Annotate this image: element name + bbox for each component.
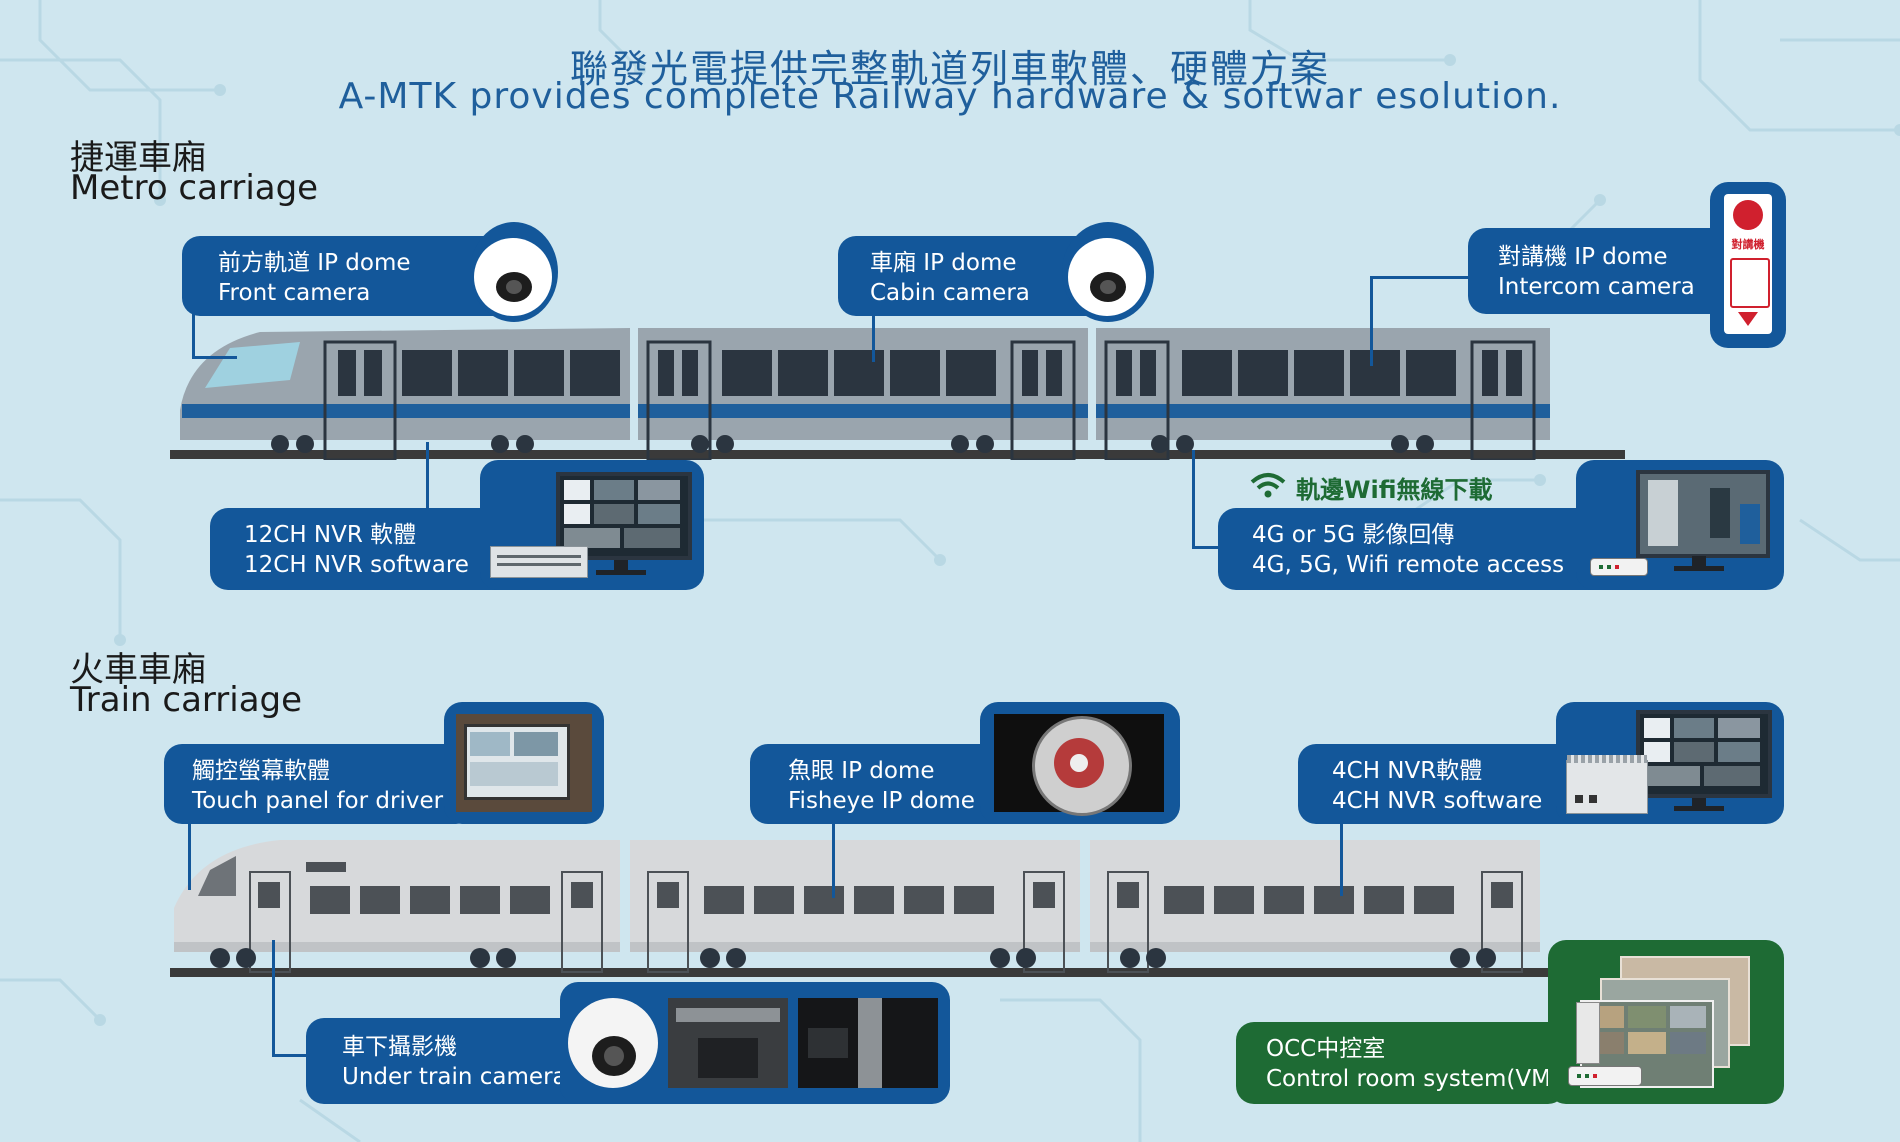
fisheye-label-zh: 魚眼 IP dome — [788, 758, 935, 784]
monitor-base — [1674, 566, 1724, 571]
monitor-base — [596, 570, 646, 575]
train-section-label-en: Train carriage — [70, 680, 303, 720]
ip-dome-camera-icon — [474, 238, 552, 316]
intercom-camera-card: 對講機 IP dome Intercom camera — [1468, 228, 1748, 314]
camera-list-panel — [1576, 1002, 1600, 1064]
monitor-icon — [556, 472, 692, 560]
remote-access-label-zh: 4G or 5G 影像回傳 — [1252, 522, 1455, 548]
fisheye-label-en: Fisheye IP dome — [788, 788, 975, 814]
nvr-12ch-label-zh: 12CH NVR 軟體 — [244, 522, 417, 548]
monitor-stand — [614, 560, 628, 572]
nvr-4ch-label-en: 4CH NVR software — [1332, 788, 1543, 814]
intercom-camera-label-en: Intercom camera — [1498, 274, 1695, 300]
remote-access-label-en: 4G, 5G, Wifi remote access — [1252, 552, 1565, 578]
wifi-download-label: 軌邊Wifi無線下載 — [1296, 476, 1493, 504]
fisheye-photo — [994, 714, 1164, 816]
connector-line — [872, 312, 875, 362]
router-icon — [1590, 558, 1648, 576]
intercom-sign-icon: 對講機 — [1724, 194, 1772, 334]
page-title-zh: 聯發光電提供完整軌道列車軟體、硬體方案 — [569, 47, 1330, 91]
ip-dome-camera-icon — [1068, 238, 1146, 316]
intercom-camera-label-zh: 對講機 IP dome — [1498, 244, 1668, 270]
touch-panel-label-zh: 觸控螢幕軟體 — [192, 758, 330, 784]
connector-line — [272, 1054, 308, 1057]
metro-section-label-en: Metro carriage — [70, 168, 319, 208]
touch-panel-card: 觸控螢幕軟體 Touch panel for driver — [164, 744, 474, 824]
front-camera-label-zh: 前方軌道 IP dome — [218, 250, 411, 276]
connector-line — [192, 356, 237, 359]
cabin-camera-label-zh: 車廂 IP dome — [870, 250, 1017, 276]
occ-card: OCC中控室 Control room system(VMS) — [1236, 1022, 1575, 1104]
connector-line — [188, 820, 191, 890]
connector-line — [1370, 276, 1470, 279]
connector-line — [1340, 820, 1343, 896]
router-icon — [1568, 1066, 1642, 1086]
nvr-box-icon — [490, 546, 588, 578]
nvr-4ch-card: 4CH NVR軟體 4CH NVR software — [1298, 744, 1598, 824]
occ-label-en: Control room system(VMS) — [1266, 1066, 1575, 1092]
touch-panel-photo — [456, 714, 592, 812]
connector-line — [272, 940, 275, 1056]
connector-line — [1370, 276, 1373, 366]
metro-train — [170, 328, 1625, 460]
monitor-icon — [1636, 710, 1772, 798]
connector-line — [192, 312, 195, 358]
monitor-base — [1674, 806, 1724, 811]
under-camera-label-zh: 車下攝影機 — [342, 1034, 457, 1060]
monitor-stand — [1692, 556, 1706, 566]
front-camera-card: 前方軌道 IP dome Front camera — [182, 236, 512, 316]
nvr-4ch-label-zh: 4CH NVR軟體 — [1332, 758, 1483, 784]
occ-label-zh: OCC中控室 — [1266, 1036, 1386, 1062]
nvr-box-icon — [1566, 755, 1648, 814]
remote-access-card: 4G or 5G 影像回傳 4G, 5G, Wifi remote access — [1218, 508, 1638, 590]
front-camera-label-en: Front camera — [218, 280, 371, 306]
metro-section-label-zh: 捷運車廂 — [70, 138, 206, 178]
touch-panel-label-en: Touch panel for driver — [192, 788, 444, 814]
monitor-icon — [1636, 470, 1770, 558]
connector-line — [832, 820, 835, 898]
cabin-camera-label-en: Cabin camera — [870, 280, 1030, 306]
connector-line — [1192, 546, 1222, 549]
under-train-photo-2 — [798, 998, 938, 1088]
under-train-photo-1 — [668, 998, 788, 1088]
ip-dome-camera-icon — [568, 998, 658, 1088]
page-title-en: A-MTK provides complete Railway hardware… — [338, 76, 1562, 117]
intercom-sign-label: 對講機 — [1731, 238, 1765, 251]
connector-line — [426, 442, 429, 542]
wifi-icon — [1250, 473, 1286, 498]
train-section-label-zh: 火車車廂 — [70, 650, 206, 690]
passenger-train — [170, 840, 1590, 977]
under-camera-label-en: Under train camera — [342, 1064, 567, 1090]
nvr-12ch-label-en: 12CH NVR software — [244, 552, 469, 578]
monitor-stand — [1692, 798, 1706, 808]
connector-line — [1192, 450, 1195, 548]
